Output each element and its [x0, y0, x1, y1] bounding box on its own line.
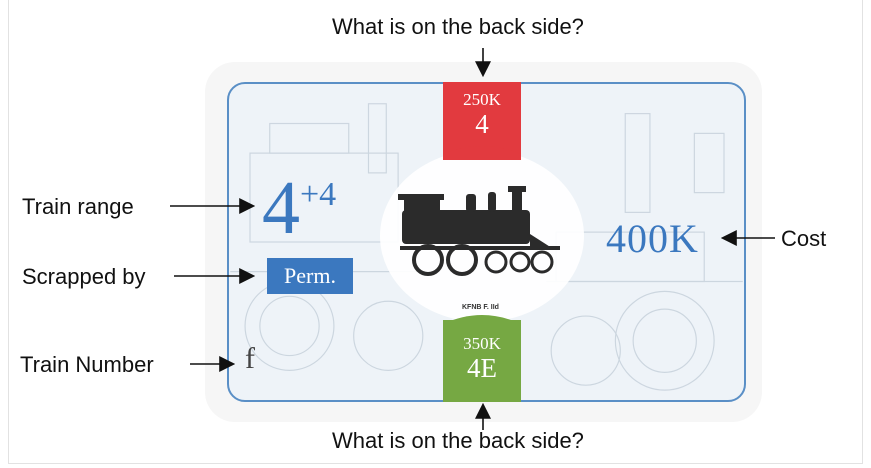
figure-frame [8, 0, 863, 464]
bottom-question-label: What is on the back side? [332, 428, 584, 453]
locomotive-icon [398, 186, 560, 276]
cost-label: Cost [781, 226, 827, 251]
scrapped-by-badge: Perm. [267, 258, 353, 294]
train-number-value: f [245, 342, 255, 375]
scrapped-by-label: Scrapped by [22, 264, 146, 289]
locomotive-caption: KFNB F. IId [462, 304, 499, 311]
bottom-banner-value: 4E [467, 353, 497, 383]
top-banner-curve [443, 140, 521, 154]
train-number-label: Train Number [20, 352, 154, 377]
range-base: 4 [262, 166, 300, 250]
back-side-banner-bottom: 350K 4E [443, 320, 521, 402]
train-range-label: Train range [22, 194, 134, 219]
bottom-banner-curve [443, 315, 521, 324]
top-banner-value: 4 [475, 109, 489, 139]
card-background-illustration [230, 103, 743, 391]
range-extra: +4 [300, 176, 337, 213]
top-banner-price: 250K [463, 90, 501, 109]
bottom-banner-price: 350K [463, 334, 501, 353]
train-range-value: 4+4 [262, 168, 336, 248]
cost-value: 400K [606, 216, 699, 261]
top-question-label: What is on the back side? [332, 14, 584, 39]
locomotive-illustration [380, 150, 584, 322]
